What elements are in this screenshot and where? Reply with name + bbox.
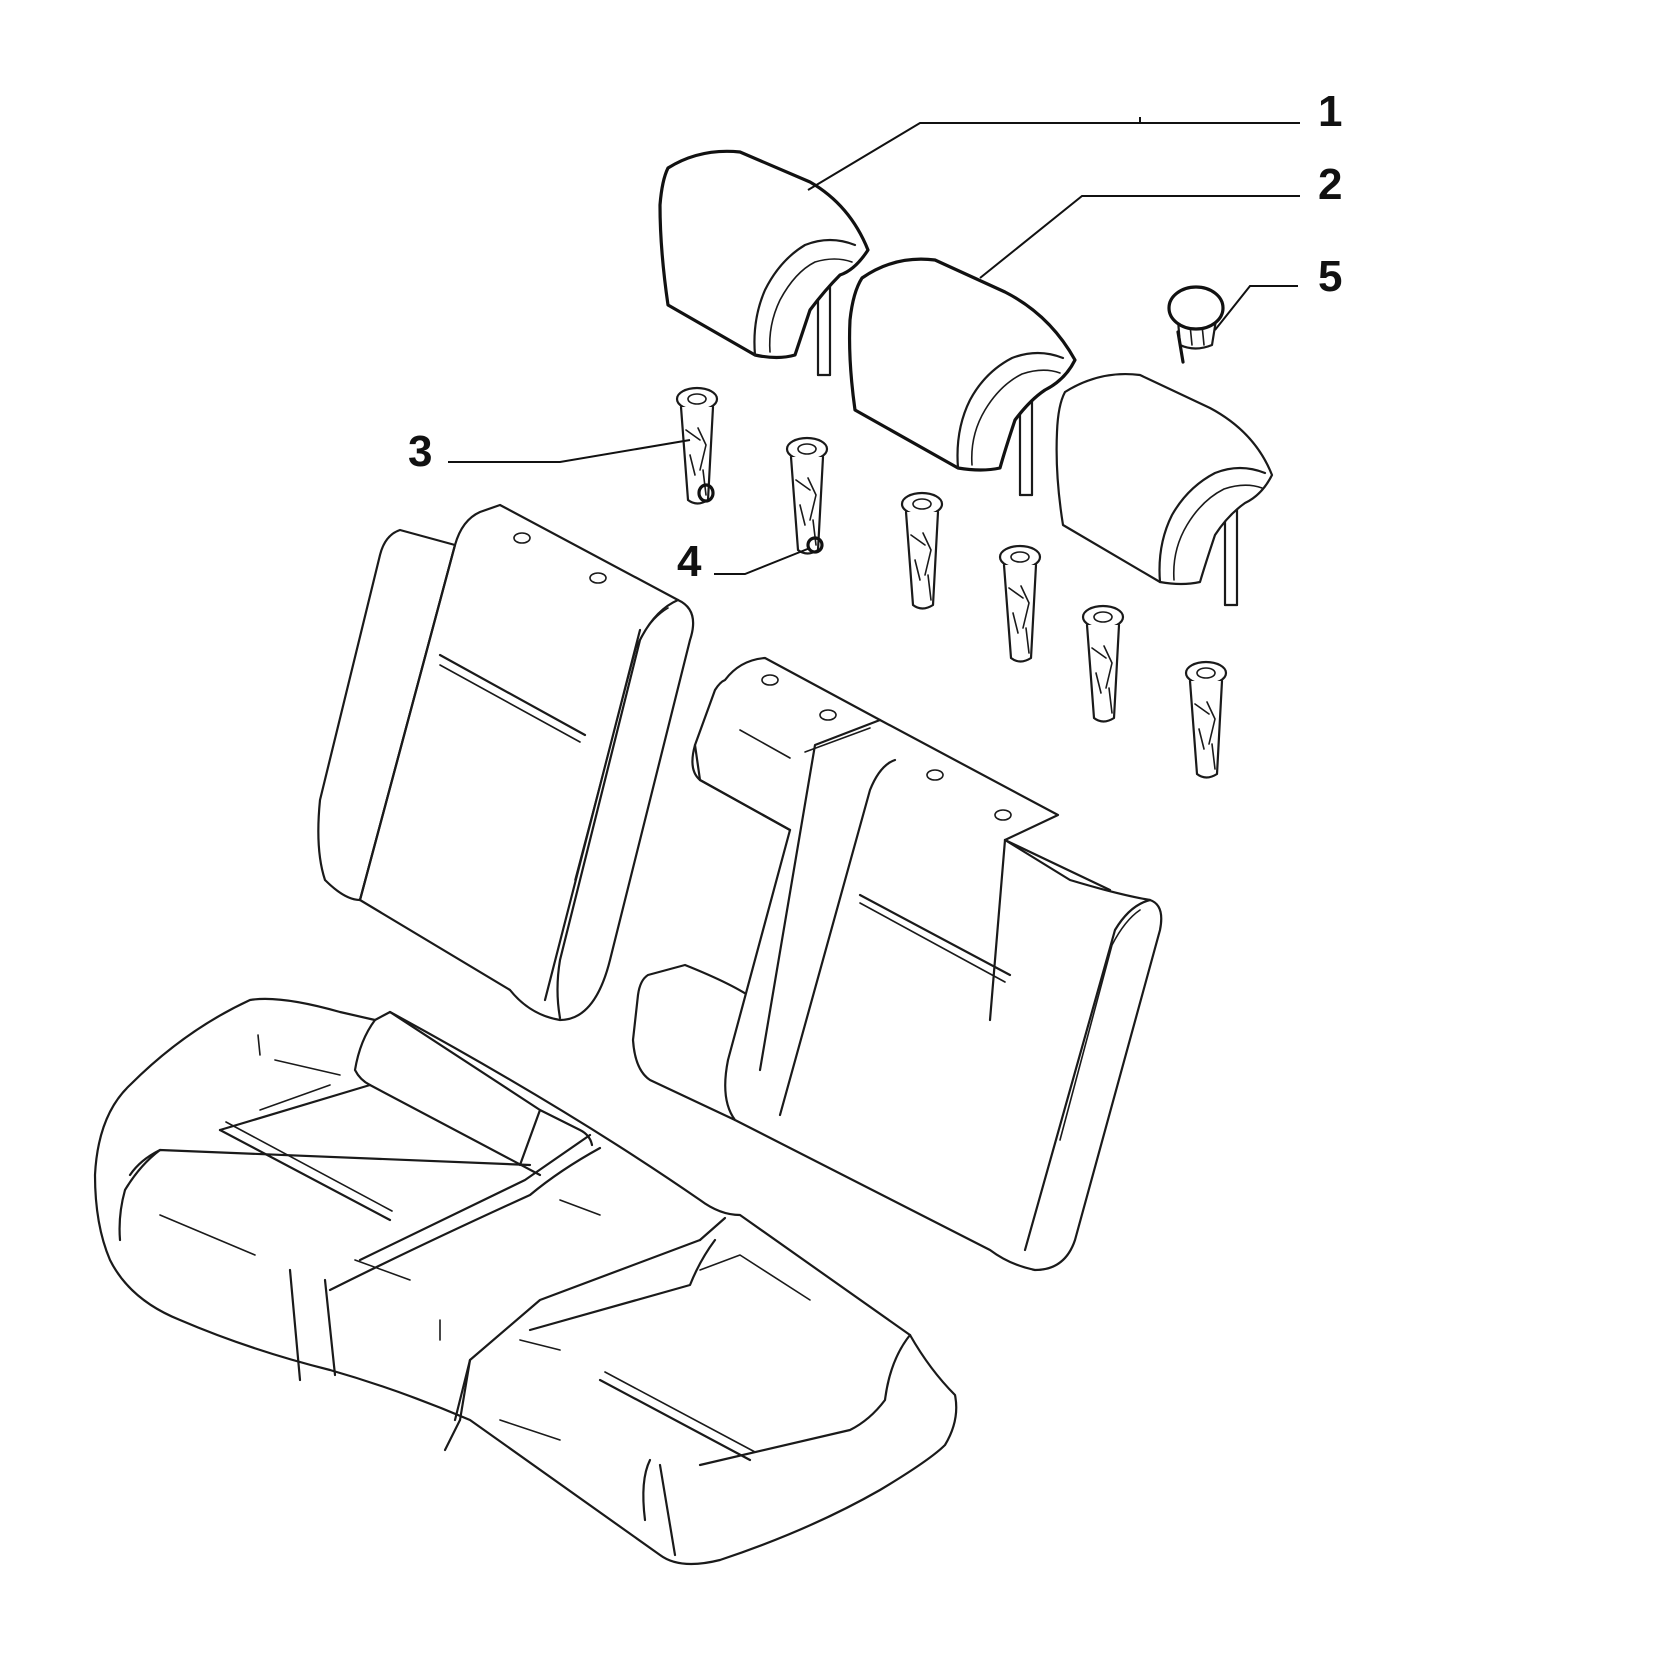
right-backrest-cover[interactable]: [631, 656, 1163, 1272]
left-backrest-cover[interactable]: [317, 503, 695, 1022]
guide-sleeve-4[interactable]: [785, 436, 829, 555]
guide-sleeve[interactable]: [900, 491, 944, 610]
callout-4: 4: [677, 537, 702, 586]
plug-5[interactable]: [1167, 285, 1225, 364]
leader-lines: [448, 117, 1300, 575]
headrest-2[interactable]: [847, 257, 1077, 497]
callout-3: 3: [408, 427, 433, 476]
guide-sleeve-3[interactable]: [675, 386, 719, 505]
callout-2: 2: [1318, 160, 1343, 209]
guide-sleeve[interactable]: [1081, 604, 1125, 723]
headrest-1[interactable]: [658, 149, 870, 377]
headrest-3[interactable]: [1055, 373, 1274, 607]
callout-1: 1: [1318, 87, 1343, 136]
guide-sleeve[interactable]: [998, 544, 1042, 663]
callout-5: 5: [1318, 252, 1343, 301]
guide-sleeve[interactable]: [1184, 660, 1228, 779]
seat-cushion-cover[interactable]: [93, 997, 958, 1566]
